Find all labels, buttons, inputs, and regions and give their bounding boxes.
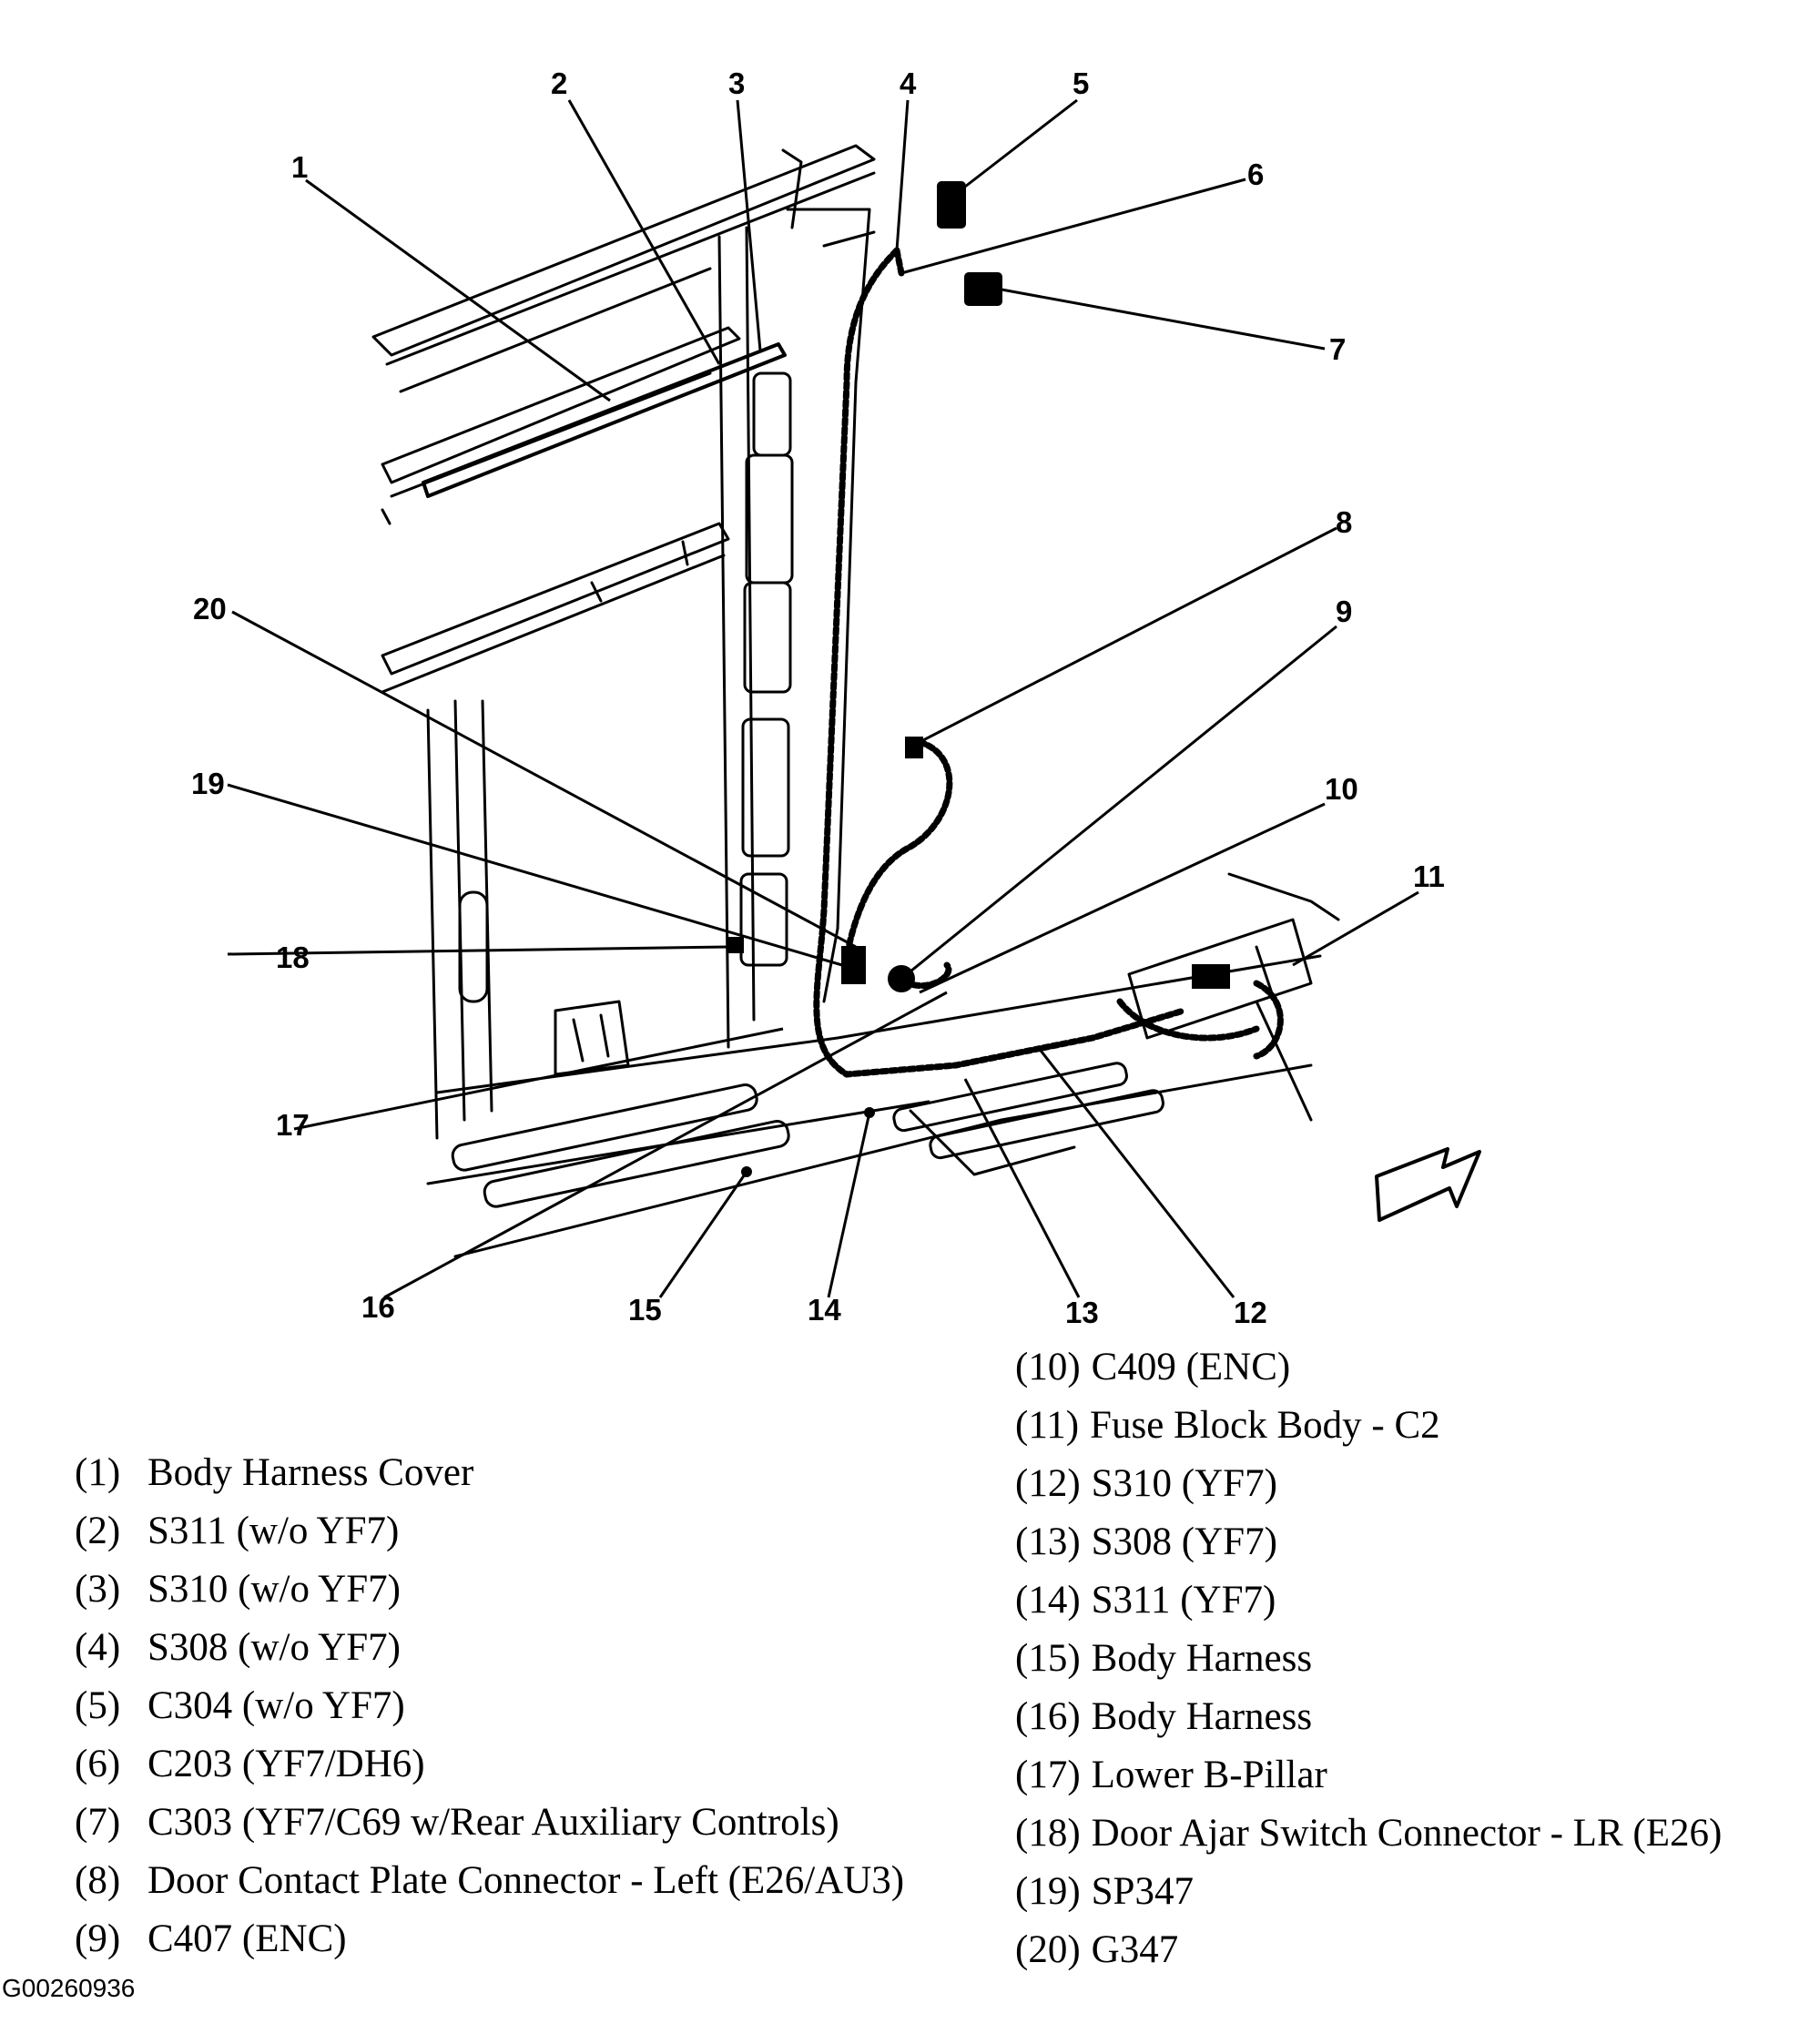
wire-harness <box>813 247 1284 1078</box>
legend-item: (10)C409 (ENC) <box>1015 1338 1722 1397</box>
callout-number: 5 <box>1073 66 1089 100</box>
legend-label: S310 (YF7) <box>1091 1462 1277 1505</box>
legend-label: C409 (ENC) <box>1091 1346 1291 1388</box>
legend-label: Body Harness Cover <box>147 1451 474 1494</box>
callout-number: 8 <box>1336 505 1352 539</box>
callout-number: 14 <box>808 1293 841 1327</box>
legend-label: Fuse Block Body - C2 <box>1090 1404 1440 1447</box>
legend-number: (16) <box>1015 1695 1081 1738</box>
legend-number: (14) <box>1015 1579 1081 1622</box>
connector-bodies <box>727 181 1230 1177</box>
legend-label: Body Harness <box>1091 1637 1313 1680</box>
callout-number: 15 <box>628 1293 662 1327</box>
legend-label: Lower B-Pillar <box>1091 1754 1327 1796</box>
legend-label: C304 (w/o YF7) <box>147 1684 405 1727</box>
legend-label: C303 (YF7/C69 w/Rear Auxiliary Controls) <box>147 1801 839 1844</box>
callout-number: 9 <box>1336 595 1352 628</box>
callout-number: 2 <box>551 66 567 100</box>
legend-number: (4) <box>75 1626 121 1669</box>
legend-item: (2) S311 (w/o YF7) <box>75 1502 904 1561</box>
legend-item: (14)S311 (YF7) <box>1015 1571 1722 1630</box>
legend-number: (17) <box>1015 1754 1081 1796</box>
legend-item: (7) C303 (YF7/C69 w/Rear Auxiliary Contro… <box>75 1794 904 1852</box>
legend-item: (16)Body Harness <box>1015 1688 1722 1746</box>
legend-number: (1) <box>75 1451 121 1494</box>
legend-number: (15) <box>1015 1637 1081 1680</box>
figure-id: G00260936 <box>2 1974 136 2002</box>
harness-diagram: 1 2 3 4 5 6 7 8 9 10 11 12 13 14 15 16 1… <box>191 66 1481 1329</box>
legend-label: S311 (w/o YF7) <box>147 1510 400 1552</box>
legend-label: Door Ajar Switch Connector - LR (E26) <box>1091 1812 1723 1855</box>
callout-number: 10 <box>1325 772 1358 806</box>
callout-number: 12 <box>1234 1296 1267 1329</box>
legend-label: Body Harness <box>1091 1695 1313 1738</box>
legend-number: (11) <box>1015 1404 1080 1447</box>
legend-number: (9) <box>75 1917 121 1960</box>
legend-label: Door Contact Plate Connector - Left (E26… <box>147 1859 905 1902</box>
legend-number: (2) <box>75 1510 121 1552</box>
legend-item: (4) S308 (w/o YF7) <box>75 1619 904 1677</box>
legend-item: (9) C407 (ENC) <box>75 1910 904 1968</box>
legend-number: (10) <box>1015 1346 1081 1388</box>
callout-number: 7 <box>1329 332 1346 366</box>
legend-number: (3) <box>75 1568 121 1611</box>
legend-item: (13)S308 (YF7) <box>1015 1513 1722 1571</box>
legend-number: (18) <box>1015 1812 1081 1855</box>
legend-item: (3) S310 (w/o YF7) <box>75 1561 904 1619</box>
legend-item: (18)Door Ajar Switch Connector - LR (E26… <box>1015 1805 1722 1863</box>
leader-lines <box>227 98 1419 1299</box>
legend-label: S311 (YF7) <box>1091 1579 1276 1622</box>
callout-number: 16 <box>361 1290 395 1324</box>
legend-label: S308 (YF7) <box>1091 1520 1277 1563</box>
legend-item: (20)G347 <box>1015 1921 1722 1979</box>
legend-number: (13) <box>1015 1520 1081 1563</box>
legend-item: (19)SP347 <box>1015 1863 1722 1921</box>
legend-number: (20) <box>1015 1928 1081 1971</box>
vehicle-body-outline <box>371 144 1481 1258</box>
legend-item: (15)Body Harness <box>1015 1630 1722 1688</box>
callout-number: 20 <box>193 592 227 625</box>
legend-item: (6) C203 (YF7/DH6) <box>75 1735 904 1794</box>
callout-number: 19 <box>191 767 225 800</box>
legend-item: (11)Fuse Block Body - C2 <box>1015 1397 1722 1455</box>
callout-numbers: 1 2 3 4 5 6 7 8 9 10 11 12 13 14 15 16 1… <box>191 66 1445 1329</box>
legend-number: (8) <box>75 1859 121 1902</box>
callout-number: 6 <box>1247 158 1264 191</box>
callout-number: 17 <box>276 1108 310 1142</box>
legend-label: C407 (ENC) <box>147 1917 347 1960</box>
legend-item: (5) C304 (w/o YF7) <box>75 1677 904 1735</box>
callout-number: 3 <box>728 66 745 100</box>
legend-number: (6) <box>75 1743 121 1785</box>
legend-label: G347 <box>1091 1928 1179 1971</box>
legend-number: (12) <box>1015 1462 1081 1505</box>
legend-label: SP347 <box>1091 1870 1194 1913</box>
legend-item: (8) Door Contact Plate Connector - Left (… <box>75 1852 904 1910</box>
legend-item: (1) Body Harness Cover <box>75 1444 904 1502</box>
callout-number: 4 <box>900 66 917 100</box>
callout-number: 13 <box>1065 1296 1099 1329</box>
legend-number: (5) <box>75 1684 121 1727</box>
callout-number: 11 <box>1413 859 1445 893</box>
legend-number: (7) <box>75 1801 121 1844</box>
callout-number: 1 <box>291 150 308 184</box>
legend-item: (12)S310 (YF7) <box>1015 1455 1722 1513</box>
legend-item: (17)Lower B-Pillar <box>1015 1746 1722 1805</box>
legend-label: S310 (w/o YF7) <box>147 1568 401 1611</box>
legend-number: (19) <box>1015 1870 1081 1913</box>
legend-label: C203 (YF7/DH6) <box>147 1743 425 1785</box>
callout-number: 18 <box>276 941 310 974</box>
legend-label: S308 (w/o YF7) <box>147 1626 401 1669</box>
legend-left-column: (1)Body Harness Cover (2)S311 (w/o YF7) … <box>75 1444 904 1968</box>
legend-right-column: (10)C409 (ENC) (11)Fuse Block Body - C2 … <box>1015 1338 1722 1979</box>
